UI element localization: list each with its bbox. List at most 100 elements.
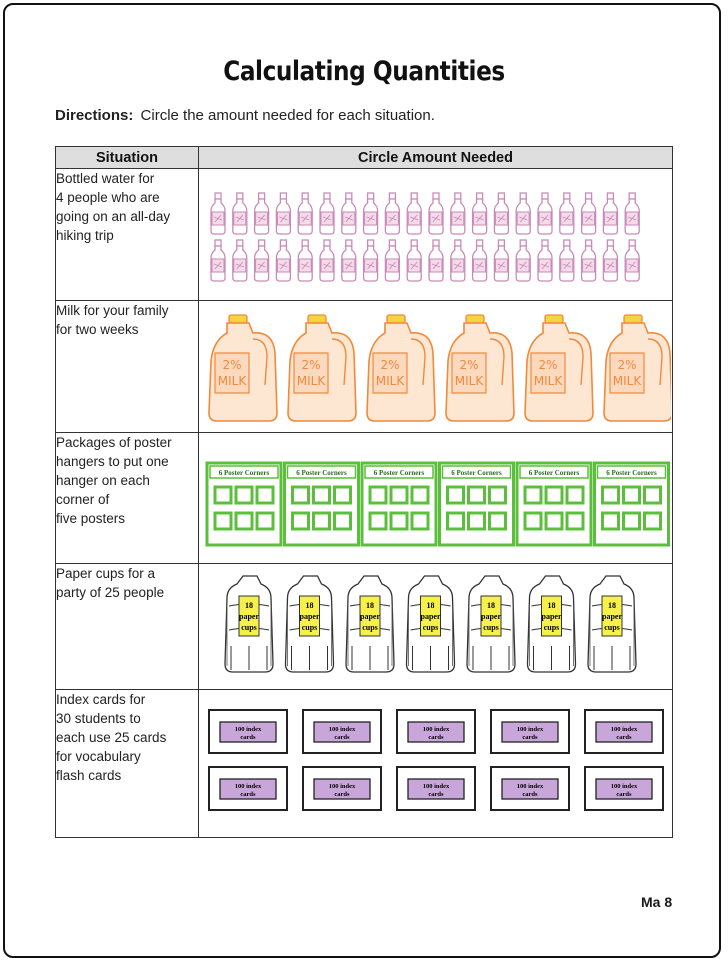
poster-pack-label: 6 Poster Corners — [451, 469, 502, 477]
milk-label-percent: 2% — [617, 358, 636, 372]
water-bottle-icon — [580, 239, 597, 282]
header-situation: Situation — [55, 146, 199, 169]
situation-line: Paper cups for a — [56, 566, 156, 581]
situation-line: going on an all-day — [56, 209, 171, 224]
index-pack-word-cards: cards — [616, 734, 632, 741]
milk-jug-icon: 2%MILK — [603, 314, 671, 422]
table-header-row: Situation Circle Amount Needed — [55, 146, 673, 169]
index-pack-word-cards: cards — [334, 791, 350, 798]
cup-pack-word-cups: cups — [302, 623, 318, 632]
poster-corner-pack-icon: 6 Poster Corners — [515, 461, 593, 547]
cup-pack-word-cups: cups — [241, 623, 257, 632]
amount-cell-bottles — [198, 168, 673, 301]
milk-label-percent: 2% — [222, 358, 241, 372]
poster-pack-label: 6 Poster Corners — [374, 469, 425, 477]
page-border — [3, 3, 721, 958]
cup-pack-word-paper: paper — [481, 612, 501, 621]
poster-corner-pack-icon: 6 Poster Corners — [593, 461, 670, 547]
milk-label-name: MILK — [376, 374, 406, 388]
situation-cell: Milk for your family for two weeks — [55, 300, 199, 433]
directions-label: Directions: — [55, 107, 134, 124]
water-bottle-icon — [275, 192, 292, 235]
water-bottle-icon — [406, 192, 422, 235]
index-pack-label: 100 index — [329, 783, 356, 790]
cups-picture-area: 18papercups18papercups18papercups18paper… — [224, 575, 637, 673]
water-bottle-icon — [341, 239, 357, 282]
index-pack-label: 100 index — [423, 783, 450, 790]
cup-pack-count: 18 — [306, 601, 314, 610]
cup-pack-word-paper: paper — [360, 612, 380, 621]
milk-jug-icon: 2%MILK — [287, 314, 357, 422]
poster-pack-label: 6 Poster Corners — [296, 469, 347, 477]
water-bottle-icon — [515, 239, 531, 282]
cup-pack-count: 18 — [366, 601, 374, 610]
paper-cup-pack-icon: 18 paper cups — [284, 575, 335, 673]
water-bottle-icon — [275, 239, 292, 282]
water-bottle-icon — [319, 192, 335, 235]
milk-label-percent: 2% — [459, 358, 478, 372]
milk-jug-icon: 2%MILK — [524, 314, 594, 422]
cup-pack-word-paper: paper — [602, 612, 622, 621]
directions-text: Circle the amount needed for each situat… — [140, 107, 435, 124]
water-bottle-icon — [384, 239, 401, 282]
water-bottle-icon — [537, 239, 553, 282]
water-bottle-icon — [624, 239, 640, 282]
situation-line: corner of — [56, 492, 110, 507]
situation-cell: Index cards for 30 students to each use … — [55, 689, 199, 838]
cup-pack-word-cups: cups — [604, 623, 620, 632]
poster-pack-label: 6 Poster Corners — [606, 469, 657, 477]
table-row: Paper cups for a party of 25 people 18 pa… — [55, 563, 673, 690]
cup-pack-word-paper: paper — [542, 612, 562, 621]
water-bottle-icon — [537, 192, 553, 235]
index-pack-label: 100 index — [611, 783, 638, 790]
water-bottle-icon — [341, 192, 357, 235]
situation-line: party of 25 people — [56, 585, 165, 600]
poster-corner-pack-icon: 6 Poster Corners — [438, 461, 515, 547]
cup-pack-word-cups: cups — [362, 623, 378, 632]
cup-pack-word-paper: paper — [300, 612, 320, 621]
paper-cup-pack-icon: 18 paper cups — [345, 575, 395, 673]
water-bottle-icon — [493, 192, 510, 235]
index-pack-label: 100 index — [423, 726, 450, 733]
table-row: Packages of poster hangers to put one ha… — [55, 432, 673, 564]
quantities-table: Situation Circle Amount Needed Bottled w… — [55, 146, 673, 838]
water-bottle-icon — [384, 192, 401, 235]
water-bottle-icon — [406, 239, 422, 282]
situation-line: hiking trip — [56, 228, 114, 243]
index-pack-word-cards: cards — [240, 734, 256, 741]
water-bottle-icon — [515, 192, 531, 235]
water-bottle-icon — [559, 239, 575, 282]
cup-pack-word-cups: cups — [544, 623, 560, 632]
water-bottle-icon — [450, 192, 466, 235]
poster-pack-label: 6 Poster Corners — [529, 469, 580, 477]
cup-pack-word-paper: paper — [239, 612, 259, 621]
water-bottle-icon — [471, 239, 488, 282]
cup-pack-word-cups: cups — [483, 623, 499, 632]
index-pack-label: 100 index — [611, 726, 638, 733]
situation-line: flash cards — [56, 768, 122, 783]
cup-pack-word-paper: paper — [421, 612, 441, 621]
index-pack-label: 100 index — [235, 783, 262, 790]
situation-line: Milk for your family — [56, 303, 169, 318]
water-bottle-icon — [493, 239, 510, 282]
water-bottle-icon — [297, 192, 313, 235]
milk-label-name: MILK — [297, 374, 327, 388]
water-bottle-icon — [624, 192, 640, 235]
milk-jug-icon: 2%MILK — [445, 314, 515, 422]
table-row: Index cards for 30 students to each use … — [55, 689, 673, 838]
water-bottle-icon — [210, 239, 226, 282]
